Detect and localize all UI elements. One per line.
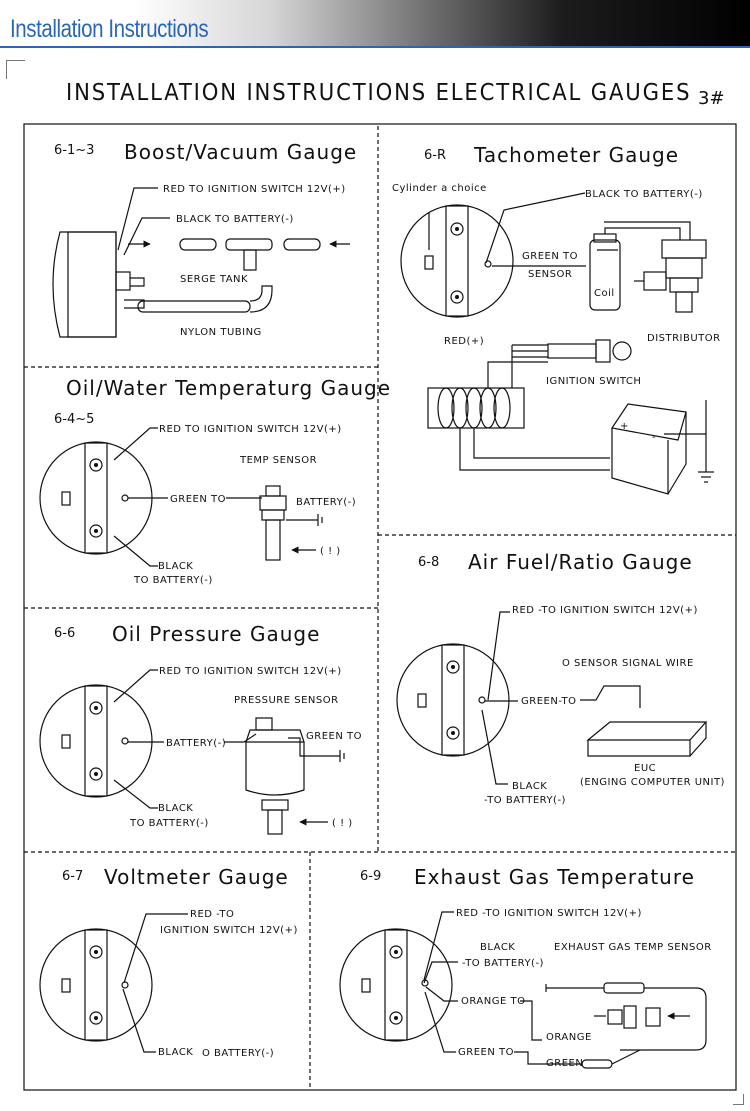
tach-label-coil: Coil — [594, 288, 615, 299]
section-oil-press: 6-6 Oil Pressure Gauge RED TO IGNITION S… — [39, 622, 362, 835]
air-fuel-label-euc: EUC — [634, 763, 656, 774]
wire-loom — [427, 345, 610, 471]
boost-title: Boost/Vacuum Gauge — [124, 140, 357, 164]
section-volt: 6-7 Voltmeter Gauge RED -TO IGNITION SWI… — [39, 865, 298, 1059]
tach-label-red: RED(+) — [444, 336, 484, 347]
boost-black-wire — [123, 217, 170, 256]
egt-label-orange: ORANGE — [546, 1032, 592, 1043]
tach-gauge — [400, 204, 514, 318]
egt-label-black: BLACK — [480, 942, 515, 953]
svg-text:+: + — [620, 421, 629, 432]
egt-gauge — [339, 928, 453, 1042]
tach-number: 6-R — [424, 148, 446, 163]
volt-title: Voltmeter Gauge — [104, 865, 289, 889]
boost-red-wire — [117, 187, 158, 251]
air-fuel-title: Air Fuel/Ratio Gauge — [468, 550, 693, 574]
tach-label-black: BLACK TO BATTERY(-) — [585, 189, 703, 200]
page-number: 3# — [698, 88, 725, 109]
air-fuel-label-unit: (ENGING COMPUTER UNIT) — [580, 777, 725, 788]
oil-temp-gauge — [39, 441, 153, 555]
egt-label-green-to: GREEN TO — [458, 1047, 514, 1058]
air-fuel-label-battery: -TO BATTERY(-) — [484, 795, 566, 806]
coil — [589, 233, 621, 311]
oil-temp-label-green: GREEN TO — [170, 494, 226, 505]
section-oil-temp: Oil/Water Temperaturg Gauge 6-4~5 RED TO… — [39, 376, 391, 586]
oil-temp-label-sensor: TEMP SENSOR — [239, 455, 317, 466]
frame — [23, 123, 737, 1091]
egt-label-green: GREEN — [546, 1058, 583, 1069]
main-title: INSTALLATION INSTRUCTIONS ELECTRICAL GAU… — [66, 80, 692, 106]
boost-label-tank: SERGE TANK — [180, 274, 248, 285]
tach-label-green: GREEN TO — [522, 251, 578, 262]
boost-label-black: BLACK TO BATTERY(-) — [176, 214, 294, 225]
oil-press-label-red: RED TO IGNITION SWITCH 12V(+) — [159, 666, 342, 677]
tach-label-ignition: IGNITION SWITCH — [546, 376, 641, 387]
volt-label-red: RED -TO — [190, 909, 234, 920]
volt-label-battery: O BATTERY(-) — [202, 1048, 274, 1059]
oil-temp-number: 6-4~5 — [54, 412, 94, 427]
air-fuel-number: 6-8 — [418, 555, 439, 570]
oil-temp-label-battery: BATTERY(-) — [296, 497, 356, 508]
tach-label-cylinder: Cylinder a choice — [392, 183, 487, 194]
air-fuel-label-black: BLACK — [512, 781, 547, 792]
egt-title: Exhaust Gas Temperature — [414, 865, 695, 889]
tach-label-sensor: SENSOR — [528, 269, 572, 280]
oil-temp-label-battery2: TO BATTERY(-) — [133, 575, 213, 586]
oil-press-gauge — [39, 684, 153, 798]
volt-label-ignition: IGNITION SWITCH 12V(+) — [160, 925, 298, 936]
oil-press-label-sensor: PRESSURE SENSOR — [234, 695, 339, 706]
boost-gauge-body — [52, 231, 145, 338]
distributor — [634, 239, 707, 313]
oil-press-label-battery: GREEN TO — [306, 731, 362, 742]
egt-number: 6-9 — [360, 869, 381, 884]
serge-tank — [128, 238, 350, 271]
tach-label-distributor: DISTRIBUTOR — [647, 333, 721, 344]
ignition-switch — [512, 339, 632, 363]
oil-press-label-black: BLACK — [158, 803, 193, 814]
air-fuel-label-green: GREEN-TO — [521, 696, 576, 707]
air-fuel-label-o2: O SENSOR SIGNAL WIRE — [562, 658, 694, 669]
volt-gauge — [39, 928, 153, 1042]
egt-label-red: RED -TO IGNITION SWITCH 12V(+) — [456, 908, 642, 919]
header-rule — [0, 46, 750, 48]
section-tach: 6-R Tachometer Gauge Cylinder a choice B… — [392, 143, 721, 495]
svg-text:-: - — [652, 432, 656, 443]
boost-label-red: RED TO IGNITION SWITCH 12V(+) — [163, 184, 346, 195]
egt-probe — [514, 982, 707, 1069]
oil-press-label-battery2: TO BATTERY(-) — [129, 818, 209, 829]
air-fuel-label-red: RED -TO IGNITION SWITCH 12V(+) — [512, 605, 698, 616]
air-fuel-gauge — [396, 643, 510, 757]
boost-label-tubing: NYLON TUBING — [180, 327, 262, 338]
header-bar — [0, 0, 750, 48]
egt-label-sensor: EXHAUST GAS TEMP SENSOR — [554, 942, 712, 953]
corner-mark — [6, 60, 25, 79]
egt-label-battery: -TO BATTERY(-) — [462, 958, 544, 969]
oil-press-title: Oil Pressure Gauge — [112, 622, 320, 646]
oil-press-number: 6-6 — [54, 626, 75, 641]
volt-label-black: BLACK — [158, 1047, 193, 1058]
oil-temp-label-red: RED TO IGNITION SWITCH 12V(+) — [159, 424, 342, 435]
header-title: Installation Instructions — [10, 15, 209, 43]
volt-number: 6-7 — [62, 869, 83, 884]
egt-label-orange-to: ORANGE TO — [461, 996, 525, 1007]
tach-black-wire — [485, 192, 586, 264]
nylon-tubing — [137, 285, 273, 313]
section-air-fuel: 6-8 Air Fuel/Ratio Gauge RED -TO IGNITIO… — [396, 550, 725, 806]
oil-press-label-caution: ( ! ) — [332, 818, 353, 829]
section-boost: 6-1~3 Boost/Vacuum Gauge RED TO IGNITION… — [52, 140, 357, 338]
pressure-sensor — [245, 717, 345, 835]
oil-press-label-green: BATTERY(-) — [166, 738, 226, 749]
oil-temp-label-caution: ( ! ) — [320, 546, 341, 557]
boost-number: 6-1~3 — [54, 143, 94, 158]
section-egt: 6-9 Exhaust Gas Temperature RED -TO IGNI… — [339, 865, 712, 1069]
oil-temp-label-black: BLACK — [158, 561, 193, 572]
oil-temp-title: Oil/Water Temperaturg Gauge — [66, 376, 391, 400]
corner-mark-bottom — [733, 1094, 744, 1105]
euc-box — [586, 721, 708, 757]
temp-sensor — [259, 485, 323, 561]
battery: + - — [610, 400, 714, 495]
tach-title: Tachometer Gauge — [473, 143, 679, 167]
